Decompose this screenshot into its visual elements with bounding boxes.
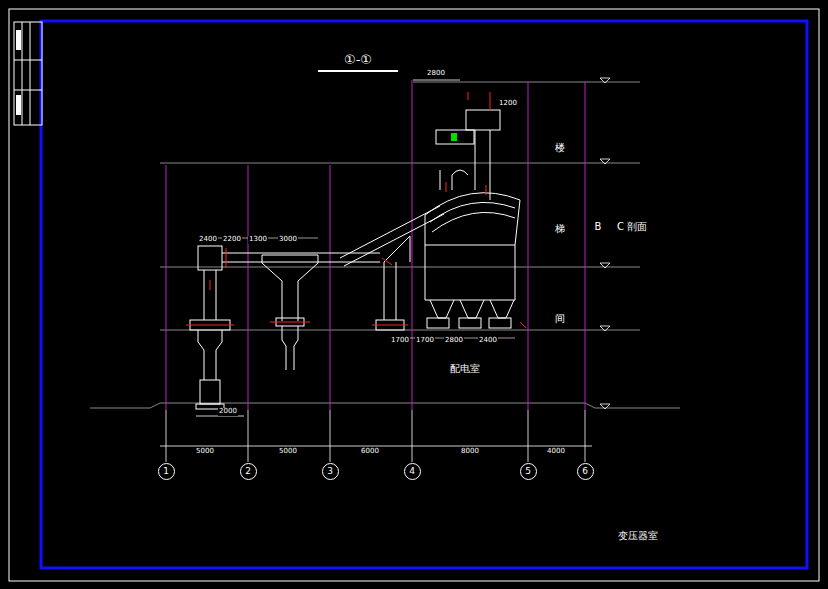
axis-circle: 4 — [404, 463, 421, 480]
axis-number: 2 — [245, 467, 251, 476]
axis-circle: 3 — [322, 463, 339, 480]
dimension-text: 2800 — [426, 70, 446, 78]
dimension-text: 6000 — [360, 448, 380, 456]
axis-number: 4 — [409, 467, 415, 476]
section-title: ①-① — [344, 53, 372, 67]
dimension-text: 1700 — [390, 337, 410, 345]
dimension-text: 1300 — [248, 236, 268, 244]
axis-number: 6 — [582, 467, 588, 476]
dimension-text: 8000 — [460, 448, 480, 456]
axis-number: 3 — [327, 467, 333, 476]
dimension-text: 5000 — [195, 448, 215, 456]
room-label: 间 — [554, 313, 566, 324]
dimension-text: 5000 — [278, 448, 298, 456]
dimension-text: 1200 — [498, 100, 518, 108]
dimension-text: 2000 — [218, 408, 238, 416]
room-label: 配电室 — [449, 363, 481, 374]
axis-circle: 5 — [520, 463, 537, 480]
room-label: 变压器室 — [617, 530, 659, 541]
dimension-text: 2800 — [444, 337, 464, 345]
axis-number: 1 — [163, 467, 169, 476]
axis-circle: 1 — [158, 463, 175, 480]
dimension-text: 3000 — [278, 236, 298, 244]
room-label: C 剖面 — [616, 221, 648, 232]
axis-number: 5 — [525, 467, 531, 476]
room-label: B — [594, 221, 603, 232]
dimension-text: 2200 — [222, 236, 242, 244]
dimension-text: 2400 — [198, 236, 218, 244]
room-label: 梯 — [554, 223, 566, 234]
axis-circle: 2 — [240, 463, 257, 480]
axis-circle: 6 — [577, 463, 594, 480]
dimension-text: 4000 — [546, 448, 566, 456]
dimension-text: 2400 — [478, 337, 498, 345]
dimension-text: 1700 — [415, 337, 435, 345]
room-label: 楼 — [554, 142, 566, 153]
